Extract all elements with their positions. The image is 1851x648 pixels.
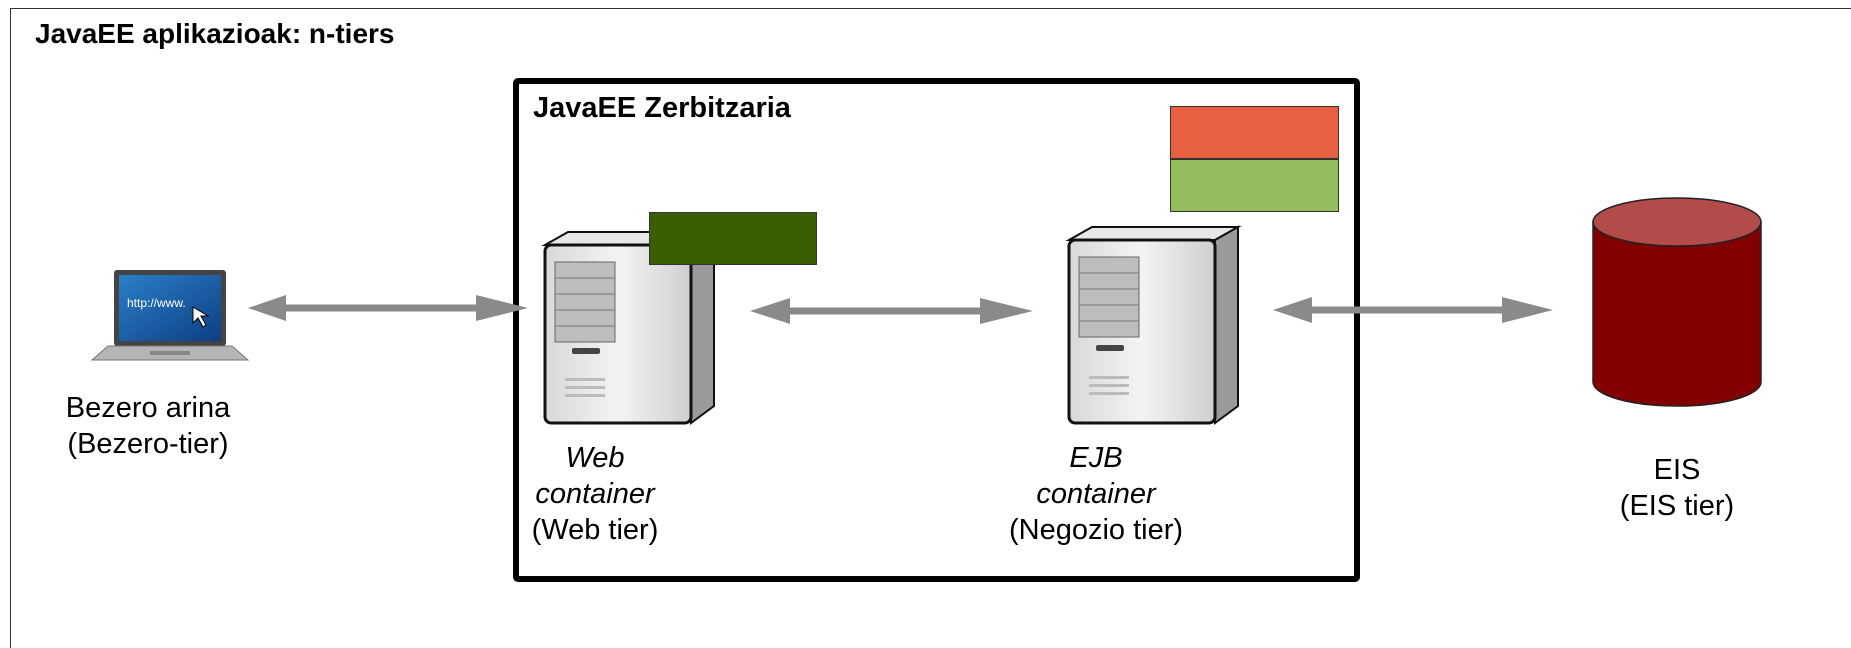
client-tier: (Bezero-tier) <box>67 428 229 460</box>
database-icon <box>1592 197 1762 407</box>
diagram-frame <box>10 8 1851 648</box>
laptop-screen-text: http://www. <box>127 296 186 310</box>
diagram-title: JavaEE aplikazioak: n-tiers <box>35 18 395 49</box>
web-name-line2: container <box>535 478 655 510</box>
eis-name: EIS <box>1653 454 1701 486</box>
client-label: Bezero arina (Bezero-tier) <box>38 390 258 462</box>
web-server-icon <box>541 230 718 425</box>
javaee-server-box <box>513 78 1360 582</box>
ejb-label: EJB container (Negozio tier) <box>976 440 1216 548</box>
client-name: Bezero arina <box>65 392 231 424</box>
web-component-block <box>649 212 817 265</box>
eis-label: EIS (EIS tier) <box>1577 452 1777 524</box>
ejb-server-icon <box>1065 225 1242 425</box>
arrow-ejb-eis <box>1273 297 1553 323</box>
ejb-name-line1: EJB <box>1069 442 1123 474</box>
web-label: Web container (Web tier) <box>495 440 695 548</box>
arrow-client-web <box>248 295 528 321</box>
ejb-tier: (Negozio tier) <box>1008 514 1184 546</box>
ejb-component-block-bottom <box>1170 159 1339 212</box>
eis-tier: (EIS tier) <box>1619 490 1735 522</box>
ejb-component-block-top <box>1170 106 1339 159</box>
web-tier: (Web tier) <box>531 514 659 546</box>
web-name-line1: Web <box>565 442 625 474</box>
laptop-icon: http://www. <box>90 270 250 361</box>
arrow-web-ejb <box>750 298 1033 324</box>
server-title: JavaEE Zerbitzaria <box>533 92 791 124</box>
ejb-name-line2: container <box>1036 478 1156 510</box>
